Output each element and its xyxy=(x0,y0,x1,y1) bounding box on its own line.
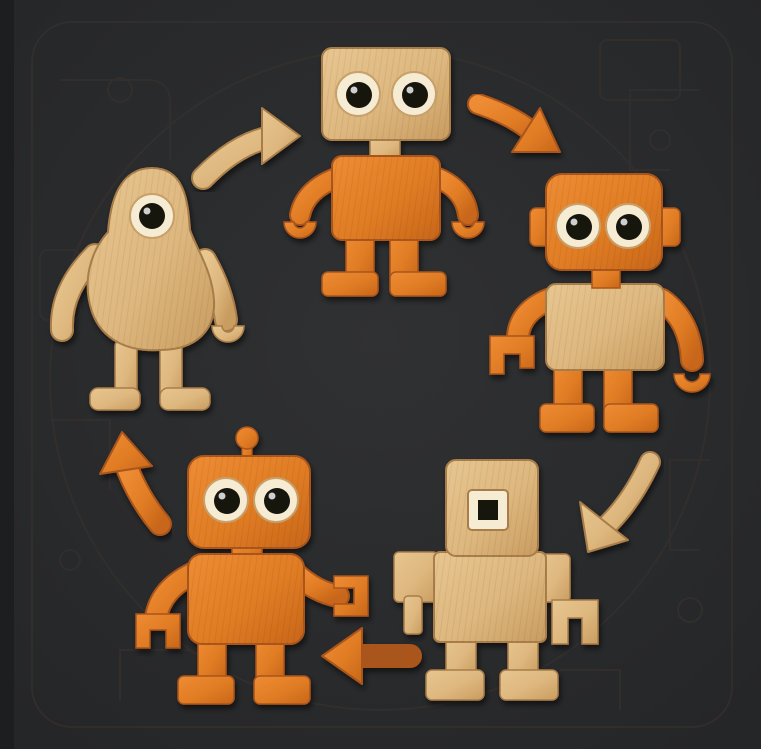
eye xyxy=(606,204,650,248)
left-edge-strip xyxy=(0,0,14,749)
eye xyxy=(254,478,298,522)
square-socket xyxy=(468,490,508,530)
eye xyxy=(204,478,248,522)
eye xyxy=(556,204,600,248)
eye xyxy=(130,194,174,238)
eye xyxy=(336,72,380,116)
eye xyxy=(392,72,436,116)
